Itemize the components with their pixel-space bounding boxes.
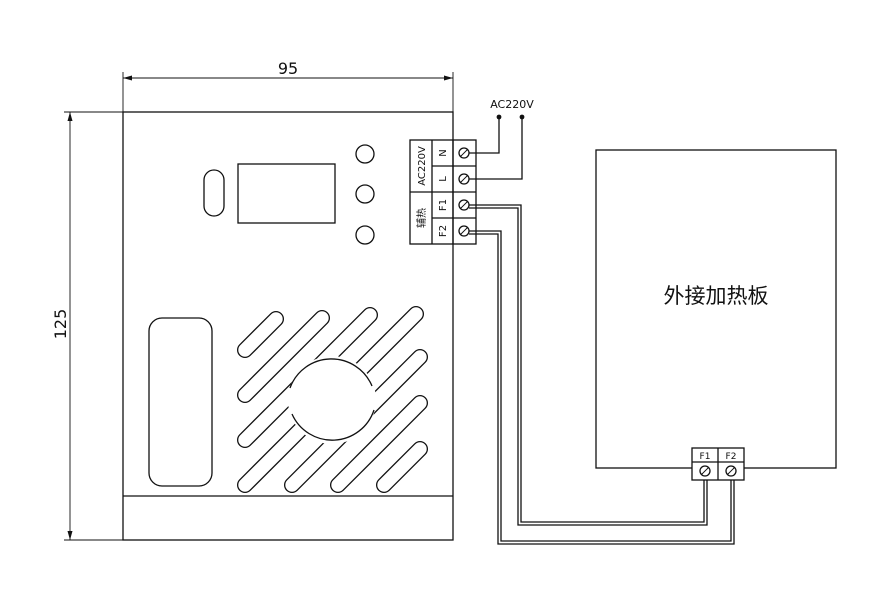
terminal-label-f1: F1 <box>438 199 449 211</box>
indicator-light <box>203 169 225 217</box>
power-supply-wires: AC220V <box>469 98 534 180</box>
controller-body <box>122 111 454 541</box>
heater-wires <box>469 204 735 545</box>
heater-panel-label: 外接加热板 <box>664 284 769 308</box>
heater-terminal-label-f1: F1 <box>700 452 711 462</box>
heater-terminal-block: F1 F2 <box>691 447 745 481</box>
terminal-label-n: N <box>438 149 449 156</box>
height-dimension-label: 125 <box>51 309 70 340</box>
control-button-1 <box>355 144 375 164</box>
terminal-label-l: L <box>438 176 449 182</box>
control-button-2 <box>355 184 375 204</box>
height-dimension: 125 <box>51 111 123 541</box>
width-dimension: 95 <box>122 59 454 136</box>
power-supply-label: AC220V <box>490 98 534 111</box>
side-vent-slot <box>148 317 213 487</box>
heater-terminal-screw-f2 <box>725 465 737 477</box>
terminal-block: AC220V 辅热 N L F1 F2 <box>409 139 477 245</box>
terminal-group-heat-label: 辅热 <box>415 208 428 228</box>
terminal-group-power-label: AC220V <box>417 146 428 186</box>
terminal-screw-f2 <box>458 225 470 237</box>
heater-terminal-label-f2: F2 <box>726 452 737 462</box>
terminal-screw-l <box>458 173 470 185</box>
fan-hub <box>288 356 376 444</box>
display-window <box>237 163 336 224</box>
external-heater-panel: 外接加热板 F1 F2 <box>595 149 837 481</box>
width-dimension-label: 95 <box>278 59 298 78</box>
control-button-3 <box>355 225 375 245</box>
terminal-screw-f1 <box>458 199 470 211</box>
terminal-label-f2: F2 <box>438 225 449 237</box>
heater-terminal-screw-f1 <box>699 465 711 477</box>
terminal-screw-n <box>458 147 470 159</box>
